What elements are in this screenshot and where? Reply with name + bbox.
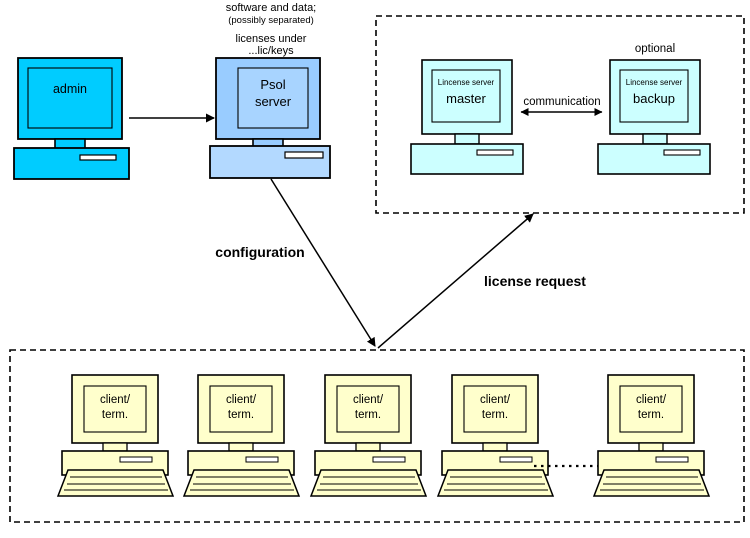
license-master-label-small: Lincense server [437,78,495,87]
license-request-label: license request [484,273,586,289]
client-1-label-line2: term. [101,409,129,421]
node-admin[interactable] [13,57,130,180]
psol-caption-line1: software and data; [225,2,317,14]
node-client-1[interactable] [56,374,175,497]
psol-caption-line2: (possibly separated) [228,15,314,26]
edge-configuration [270,178,376,347]
psol-screen-label-line1: Psol [260,77,286,92]
client-2-label-line1: client/ [225,394,257,406]
node-client-5[interactable] [592,374,711,497]
node-client-2[interactable] [182,374,301,497]
client-4-label-line2: term. [481,409,509,421]
license-backup-label-large: backup [633,91,675,106]
client-1-label-line1: client/ [99,394,131,406]
node-client-3[interactable] [309,374,428,497]
node-license-master[interactable] [410,59,524,175]
client-4-label-line1: client/ [479,394,511,406]
license-master-label-large: master [446,91,486,106]
admin-screen-label: admin [52,82,88,96]
optional-label: optional [634,43,676,55]
node-client-4[interactable] [436,374,555,497]
edge-license-request [377,213,534,349]
node-license-backup[interactable] [597,59,711,175]
configuration-label: configuration [215,244,305,260]
client-3-label-line2: term. [354,409,382,421]
communication-label: communication [523,96,601,108]
psol-caption-line3: licenses under [235,33,307,45]
node-psol-server[interactable] [209,57,331,179]
client-3-label-line1: client/ [352,394,384,406]
client-5-label-line1: client/ [635,394,667,406]
psol-caption-line4: ...lic/keys [248,45,294,57]
license-backup-label-small: Lincense server [625,78,683,87]
client-group-box [9,349,745,523]
psol-screen-label-line2: server [254,94,292,109]
client-5-label-line2: term. [637,409,665,421]
license-server-group-box [375,15,745,214]
client-2-label-line2: term. [227,409,255,421]
